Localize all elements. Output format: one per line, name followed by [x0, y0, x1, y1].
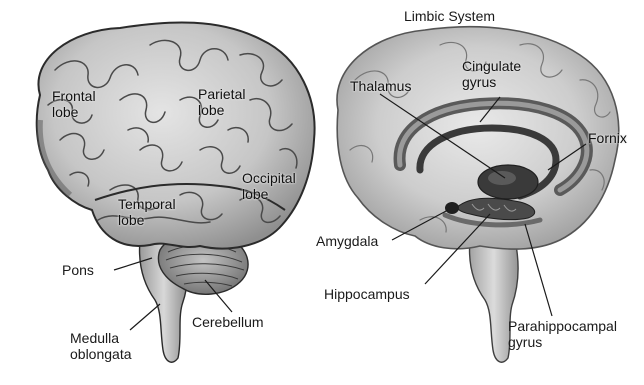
- hippocampus-label: Hippocampus: [324, 286, 410, 302]
- fornix-label: Fornix: [588, 130, 627, 146]
- cingulate-gyrus-label: Cingulate gyrus: [462, 58, 521, 90]
- medulla-leader: [130, 304, 160, 330]
- thalamus-label: Thalamus: [350, 78, 411, 94]
- amygdala-label: Amygdala: [316, 233, 378, 249]
- parietal-lobe-label: Parietal lobe: [198, 86, 245, 118]
- parahippocampal-gyrus-label: Parahippocampal gyrus: [508, 318, 617, 350]
- amygdala-shape: [445, 202, 459, 214]
- frontal-lobe-label: Frontal lobe: [52, 88, 96, 120]
- left-cerebrum: [37, 22, 315, 248]
- occipital-lobe-label: Occipital lobe: [242, 170, 296, 202]
- medulla-oblongata-label: Medulla oblongata: [70, 330, 132, 362]
- cerebellum-label: Cerebellum: [192, 314, 264, 330]
- limbic-system-title: Limbic System: [404, 8, 495, 24]
- pons-label: Pons: [62, 262, 94, 278]
- temporal-lobe-label: Temporal lobe: [118, 196, 176, 228]
